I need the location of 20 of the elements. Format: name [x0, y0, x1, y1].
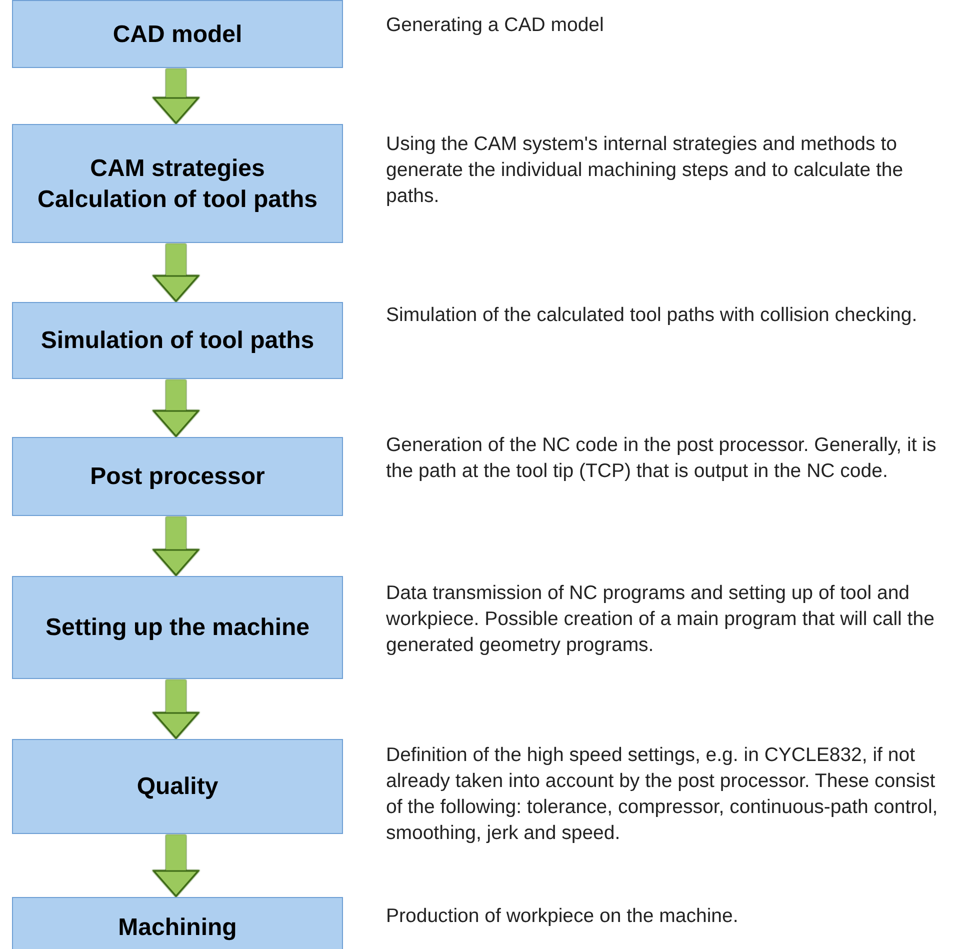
process-box: Quality — [12, 739, 343, 834]
process-box: CAM strategies Calculation of tool paths — [12, 124, 343, 243]
step-description: Definition of the high speed settings, e.g. in CYCLE832, if not already taken into account by the post processor. These consist of the following: tolerance, compressor, continuous-path control, smoothing, jerk and speed. — [386, 743, 939, 846]
step-description: Generation of the NC code in the post processor. Generally, it is the path at the tool tip (TCP) that is output in the NC code. — [386, 433, 938, 484]
arrow — [153, 680, 199, 739]
arrow — [153, 517, 199, 576]
process-box: Machining — [12, 897, 343, 949]
step-description: Using the CAM system's internal strategies and methods to generate the individual machining steps and to calculate the paths. — [386, 132, 904, 209]
process-box: Simulation of tool paths — [12, 302, 343, 379]
step-description: Generating a CAD model — [386, 13, 605, 38]
process-box: CAD model — [12, 0, 343, 68]
process-box: Setting up the machine — [12, 576, 343, 679]
arrow — [153, 244, 199, 302]
step-description: Data transmission of NC programs and setting up of tool and workpiece. Possible creation of a main program that will call the generated geometry programs. — [386, 581, 936, 658]
step-description: Production of workpiece on the machine. — [386, 904, 740, 929]
arrow — [153, 380, 199, 437]
arrow — [153, 69, 199, 124]
process-box: Post processor — [12, 437, 343, 516]
step-description: Simulation of the calculated tool paths with collision checking. — [386, 303, 918, 328]
arrow — [153, 835, 199, 897]
